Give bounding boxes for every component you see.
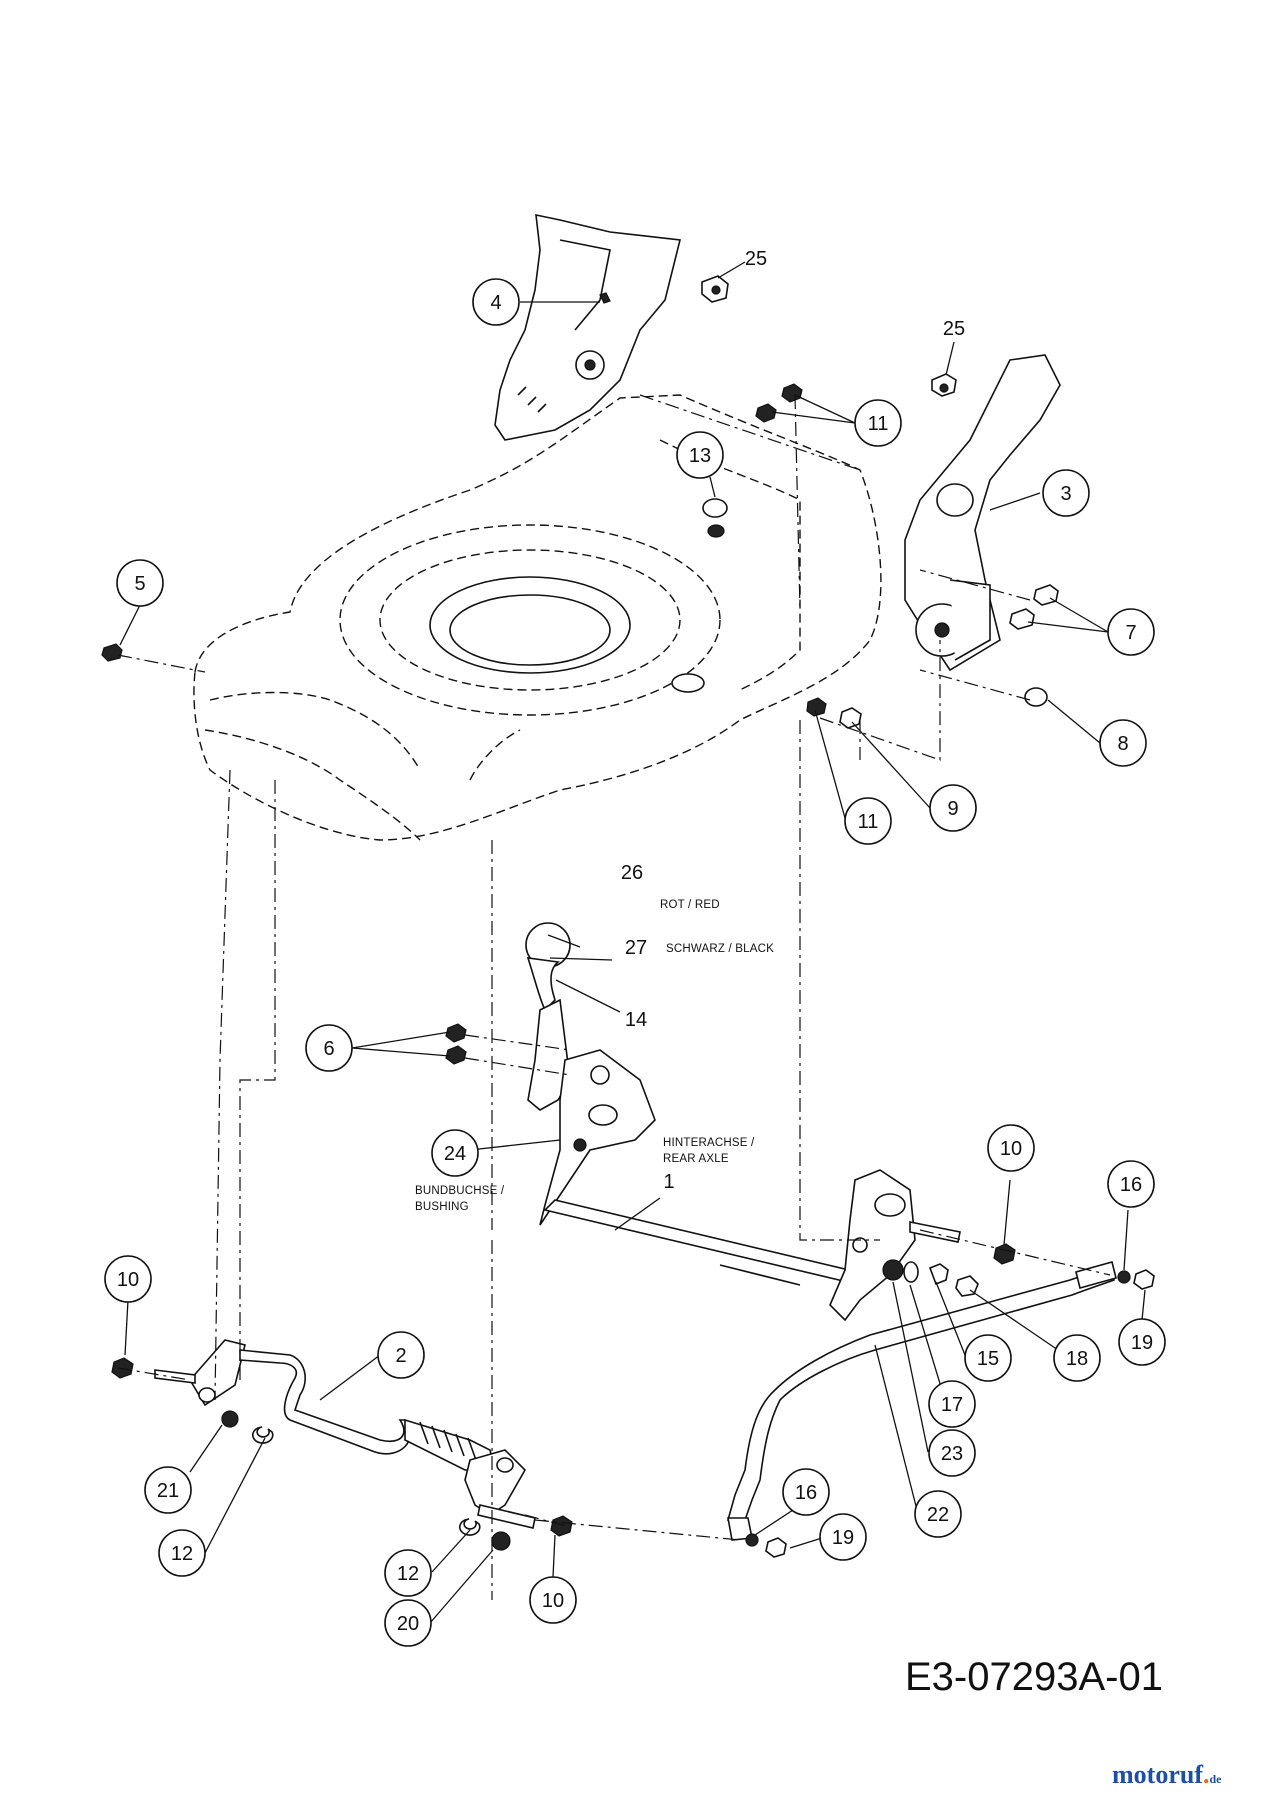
callout-7: 7 bbox=[1107, 608, 1155, 656]
svg-text:11: 11 bbox=[858, 811, 879, 833]
callout-13: 13 bbox=[676, 431, 724, 479]
svg-text:23: 23 bbox=[941, 1443, 963, 1465]
watermark-logo: motoruf.de bbox=[1112, 1760, 1222, 1789]
callout-20: 20 bbox=[384, 1599, 432, 1647]
mower-deck bbox=[193, 394, 882, 841]
note-red: ROT / RED bbox=[660, 899, 720, 911]
label-25-upper: 25 bbox=[745, 248, 767, 270]
callout-9: 9 bbox=[929, 784, 977, 832]
leader-25-upper bbox=[717, 261, 746, 279]
svg-text:11: 11 bbox=[868, 413, 889, 435]
screw-5 bbox=[101, 643, 123, 662]
rod-hardware-bottom bbox=[745, 1533, 787, 1558]
callout-22: 22 bbox=[914, 1490, 962, 1538]
callout-23: 23 bbox=[928, 1429, 976, 1477]
plug-13 bbox=[702, 498, 728, 518]
callout-6: 6 bbox=[305, 1024, 353, 1072]
callout-5: 5 bbox=[116, 559, 164, 607]
callout-3: 3 bbox=[1042, 469, 1090, 517]
callout-19-bottom: 19 bbox=[819, 1513, 867, 1561]
callout-24: 24 bbox=[431, 1129, 479, 1177]
svg-text:8: 8 bbox=[1117, 733, 1128, 755]
svg-text:24: 24 bbox=[444, 1143, 466, 1165]
leader-lines bbox=[119, 301, 1146, 1624]
svg-text:10: 10 bbox=[117, 1269, 139, 1291]
svg-text:22: 22 bbox=[927, 1504, 949, 1526]
axle-hardware bbox=[882, 1259, 979, 1297]
svg-text:19: 19 bbox=[1131, 1332, 1153, 1354]
nut-10-left bbox=[111, 1357, 134, 1379]
callout-11-lower: 11 bbox=[844, 797, 892, 845]
watermark-tld: de bbox=[1209, 1772, 1222, 1786]
label-14: 14 bbox=[625, 1009, 647, 1031]
front-axle-assembly bbox=[154, 1339, 536, 1529]
callout-4: 4 bbox=[472, 278, 520, 326]
nut-10-bottom bbox=[550, 1515, 573, 1537]
rod-hardware-right bbox=[1117, 1269, 1155, 1290]
svg-text:19: 19 bbox=[832, 1527, 854, 1549]
callout-12-left: 12 bbox=[158, 1529, 206, 1577]
nuts-6 bbox=[445, 1023, 467, 1065]
watermark-brand: motoruf bbox=[1112, 1760, 1203, 1789]
note-rear-axle-1: HINTERACHSE / bbox=[663, 1137, 755, 1149]
label-1: 1 bbox=[663, 1171, 674, 1193]
callout-21: 21 bbox=[144, 1466, 192, 1514]
svg-text:9: 9 bbox=[947, 798, 958, 820]
callout-10-right: 10 bbox=[987, 1124, 1035, 1172]
svg-text:10: 10 bbox=[1000, 1138, 1022, 1160]
svg-text:7: 7 bbox=[1125, 622, 1136, 644]
callout-16-right: 16 bbox=[1107, 1160, 1155, 1208]
linkage-rod bbox=[726, 1261, 1117, 1541]
callout-12-bottom: 12 bbox=[384, 1549, 432, 1597]
nuts-9-11-lower bbox=[806, 697, 862, 729]
callout-15: 15 bbox=[964, 1334, 1012, 1382]
label-27: 27 bbox=[625, 937, 647, 959]
note-rear-axle-2: REAR AXLE bbox=[663, 1153, 729, 1165]
svg-text:12: 12 bbox=[397, 1563, 419, 1585]
label-25-lower: 25 bbox=[943, 318, 965, 340]
svg-text:17: 17 bbox=[941, 1394, 963, 1416]
svg-text:4: 4 bbox=[490, 292, 501, 314]
callout-18: 18 bbox=[1053, 1334, 1101, 1382]
callout-17: 17 bbox=[928, 1380, 976, 1428]
svg-text:13: 13 bbox=[689, 445, 711, 467]
callout-16-bottom: 16 bbox=[782, 1468, 830, 1516]
svg-text:2: 2 bbox=[395, 1345, 406, 1367]
label-26: 26 bbox=[621, 862, 643, 884]
svg-text:6: 6 bbox=[323, 1038, 334, 1060]
leader-25-lower bbox=[945, 341, 955, 376]
drawing-code: E3-07293A-01 bbox=[905, 1655, 1163, 1699]
callout-19-right: 19 bbox=[1118, 1318, 1166, 1366]
svg-text:12: 12 bbox=[171, 1543, 193, 1565]
clips-left bbox=[221, 1410, 274, 1444]
callout-10-left: 10 bbox=[104, 1255, 152, 1303]
nut-10-right bbox=[993, 1243, 1016, 1265]
height-adjust-lever bbox=[525, 922, 571, 1111]
clips-bottom bbox=[458, 1518, 511, 1551]
callout-8: 8 bbox=[1099, 719, 1147, 767]
svg-text:20: 20 bbox=[397, 1613, 419, 1635]
svg-text:10: 10 bbox=[542, 1590, 564, 1612]
svg-text:3: 3 bbox=[1060, 483, 1071, 505]
svg-text:16: 16 bbox=[795, 1482, 817, 1504]
svg-text:18: 18 bbox=[1066, 1348, 1088, 1370]
svg-text:16: 16 bbox=[1120, 1174, 1142, 1196]
note-bushing-2: BUSHING bbox=[415, 1201, 469, 1213]
nuts-11-upper bbox=[755, 383, 803, 423]
note-bushing-1: BUNDBUCHSE / bbox=[415, 1185, 505, 1197]
cable-clip-lower bbox=[931, 373, 957, 397]
assembly-lines bbox=[117, 394, 1111, 1600]
svg-text:15: 15 bbox=[977, 1348, 999, 1370]
callout-11-upper: 11 bbox=[854, 399, 902, 447]
note-black: SCHWARZ / BLACK bbox=[666, 943, 774, 955]
svg-text:21: 21 bbox=[157, 1480, 179, 1502]
handle-bracket-right bbox=[904, 354, 1061, 672]
callout-10-bottom: 10 bbox=[529, 1576, 577, 1624]
rivet-8 bbox=[1024, 687, 1048, 707]
cable-clip-upper bbox=[701, 275, 729, 303]
callout-2: 2 bbox=[377, 1331, 425, 1379]
svg-text:5: 5 bbox=[134, 573, 145, 595]
handle-bracket-left bbox=[494, 213, 681, 441]
